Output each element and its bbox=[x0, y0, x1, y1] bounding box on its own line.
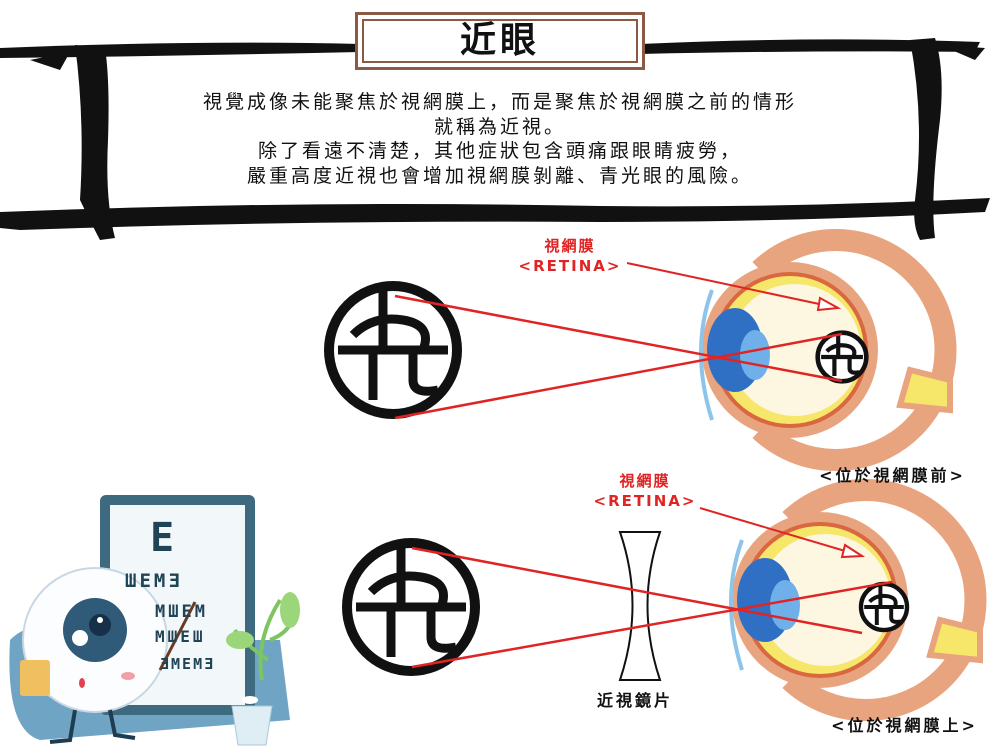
caption-bottom: <位於視網膜上> bbox=[831, 716, 978, 735]
symbol-image-top bbox=[815, 330, 869, 384]
description-line: 嚴重高度近視也會增加視網膜剝離、青光眼的風險。 bbox=[246, 164, 753, 187]
symbol-object-top bbox=[324, 281, 462, 419]
diagram-top bbox=[324, 229, 957, 471]
light-ray bbox=[411, 546, 863, 635]
arrowhead bbox=[816, 296, 842, 312]
light-ray bbox=[394, 332, 843, 420]
description-line: 視覺成像未能聚焦於視網膜上，而是聚焦於視網膜之前的情形 bbox=[202, 91, 797, 113]
retina-label-zh: 視網膜 bbox=[619, 472, 671, 490]
symbol-image-bottom bbox=[858, 581, 910, 633]
eye-illustration-bottom bbox=[729, 479, 987, 721]
symbol-object-bottom bbox=[342, 538, 480, 676]
light-ray bbox=[394, 294, 843, 383]
description-line: 除了看遠不清楚，其他症狀包含頭痛跟眼睛疲勞， bbox=[257, 140, 742, 162]
eye-chart-row: ƎMEMƎ bbox=[160, 655, 216, 673]
retina-pointer-arrow bbox=[699, 507, 863, 557]
eye-chart-illustration bbox=[9, 495, 300, 746]
eye-chart-row: ШEMƎ bbox=[125, 570, 183, 592]
retina-label-top: 視網膜 <RETINA> bbox=[505, 236, 635, 276]
arrowhead bbox=[840, 543, 866, 559]
diagram-bottom bbox=[342, 479, 987, 721]
page-title: 近眼 bbox=[355, 12, 645, 70]
eye-chart-row: MШEM bbox=[155, 602, 208, 622]
eye-chart-row: E bbox=[150, 515, 175, 561]
retina-label-en: <RETINA> bbox=[518, 257, 622, 275]
retina-label-en: <RETINA> bbox=[593, 492, 697, 510]
eye-illustration-top bbox=[699, 229, 957, 471]
eye-chart-row: MШEШ bbox=[155, 627, 206, 646]
lens-label: 近視鏡片 bbox=[596, 691, 673, 710]
retina-label-bottom: 視網膜 <RETINA> bbox=[580, 471, 710, 511]
caption-top: <位於視網膜前> bbox=[819, 466, 966, 485]
light-ray bbox=[411, 580, 893, 669]
retina-pointer-arrow bbox=[626, 262, 839, 309]
description: 視覺成像未能聚焦於視網膜上，而是聚焦於視網膜之前的情形 就稱為近視。 除了看遠不… bbox=[100, 90, 900, 188]
concave-lens bbox=[618, 531, 662, 681]
brush-banner bbox=[0, 38, 990, 240]
description-line: 就稱為近視。 bbox=[433, 115, 566, 138]
retina-label-zh: 視網膜 bbox=[544, 237, 596, 255]
